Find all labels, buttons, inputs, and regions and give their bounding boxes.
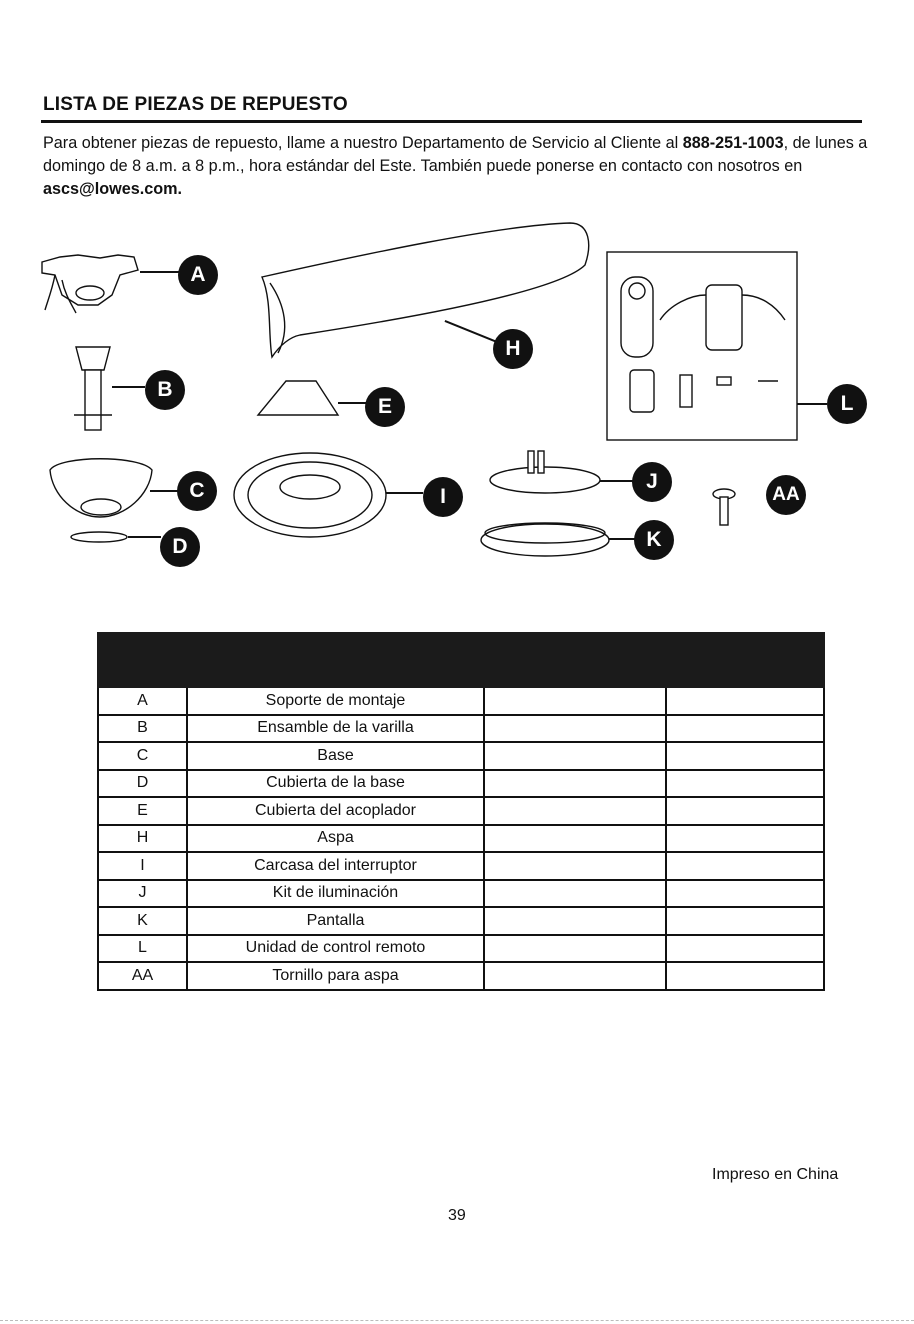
leader-i bbox=[386, 492, 423, 494]
callout-j: J bbox=[632, 462, 672, 502]
parts-drawing bbox=[41, 222, 798, 557]
callout-aa: AA bbox=[766, 475, 806, 515]
page-bottom-edge bbox=[0, 1320, 914, 1321]
page-number: 39 bbox=[448, 1207, 466, 1224]
mounting-bracket-drawing bbox=[41, 254, 139, 314]
part-description: Base bbox=[186, 741, 485, 771]
intro-text-1: Para obtener piezas de repuesto, llame a… bbox=[43, 134, 683, 152]
callout-e: E bbox=[365, 387, 405, 427]
callout-k: K bbox=[634, 520, 674, 560]
part-letter: B bbox=[97, 713, 188, 743]
part-letter: AA bbox=[97, 961, 188, 991]
part-description: Kit de iluminación bbox=[186, 878, 485, 908]
part-description: Ensamble de la varilla bbox=[186, 713, 485, 743]
part-letter: D bbox=[97, 768, 188, 798]
header-cell bbox=[186, 632, 485, 688]
callout-c: C bbox=[177, 471, 217, 511]
leader-l bbox=[797, 403, 827, 405]
leader-a bbox=[140, 271, 180, 273]
leader-b bbox=[112, 386, 145, 388]
canopy-cover-drawing bbox=[70, 531, 128, 543]
part-letter: L bbox=[97, 933, 188, 963]
part-description: Cubierta del acoplador bbox=[186, 796, 485, 826]
leader-j bbox=[600, 480, 633, 482]
part-letter: A bbox=[97, 686, 188, 716]
remote-control-kit-drawing bbox=[606, 251, 798, 441]
part-letter: J bbox=[97, 878, 188, 908]
callout-l: L bbox=[827, 384, 867, 424]
parts-illustration: A B C D E H I J K L AA bbox=[0, 205, 914, 605]
part-letter: I bbox=[97, 851, 188, 881]
title-rule bbox=[41, 120, 862, 123]
switch-housing-drawing bbox=[233, 452, 387, 538]
part-description: Tornillo para aspa bbox=[186, 961, 485, 991]
blade-screw-drawing bbox=[712, 488, 736, 526]
coupling-cover-drawing bbox=[256, 380, 340, 416]
email-address: ascs@lowes.com. bbox=[43, 180, 183, 198]
canopy-drawing bbox=[49, 458, 153, 518]
part-description: Cubierta de la base bbox=[186, 768, 485, 798]
part-letter: C bbox=[97, 741, 188, 771]
header-cell bbox=[665, 632, 825, 688]
leader-e bbox=[338, 402, 366, 404]
leader-k bbox=[609, 538, 635, 540]
callout-i: I bbox=[423, 477, 463, 517]
part-description: Carcasa del interruptor bbox=[186, 851, 485, 881]
table-header-row bbox=[97, 632, 825, 688]
part-description: Aspa bbox=[186, 823, 485, 853]
light-kit-drawing bbox=[489, 450, 601, 494]
callout-a: A bbox=[178, 255, 218, 295]
downrod-drawing bbox=[74, 346, 112, 431]
header-cell bbox=[97, 632, 188, 688]
part-description: Soporte de montaje bbox=[186, 686, 485, 716]
callout-h: H bbox=[493, 329, 533, 369]
header-cell bbox=[483, 632, 667, 688]
callout-d: D bbox=[160, 527, 200, 567]
leader-d bbox=[128, 536, 161, 538]
intro-text-2: , de lunes a domingo de 8 a.m. a 8 p.m.,… bbox=[43, 134, 868, 175]
leader-c bbox=[150, 490, 178, 492]
part-description: Unidad de control remoto bbox=[186, 933, 485, 963]
phone-number: 888-251-1003 bbox=[682, 134, 784, 152]
page-title: LISTA DE PIEZAS DE REPUESTO bbox=[43, 94, 348, 115]
glass-shade-drawing bbox=[480, 522, 610, 557]
part-letter: K bbox=[97, 906, 188, 936]
callout-b: B bbox=[145, 370, 185, 410]
intro-paragraph: Para obtener piezas de repuesto, llame a… bbox=[43, 132, 893, 201]
part-description: Pantalla bbox=[186, 906, 485, 936]
printed-in-label: Impreso en China bbox=[712, 1166, 839, 1183]
part-letter: E bbox=[97, 796, 188, 826]
blade-drawing bbox=[261, 222, 590, 359]
part-letter: H bbox=[97, 823, 188, 853]
